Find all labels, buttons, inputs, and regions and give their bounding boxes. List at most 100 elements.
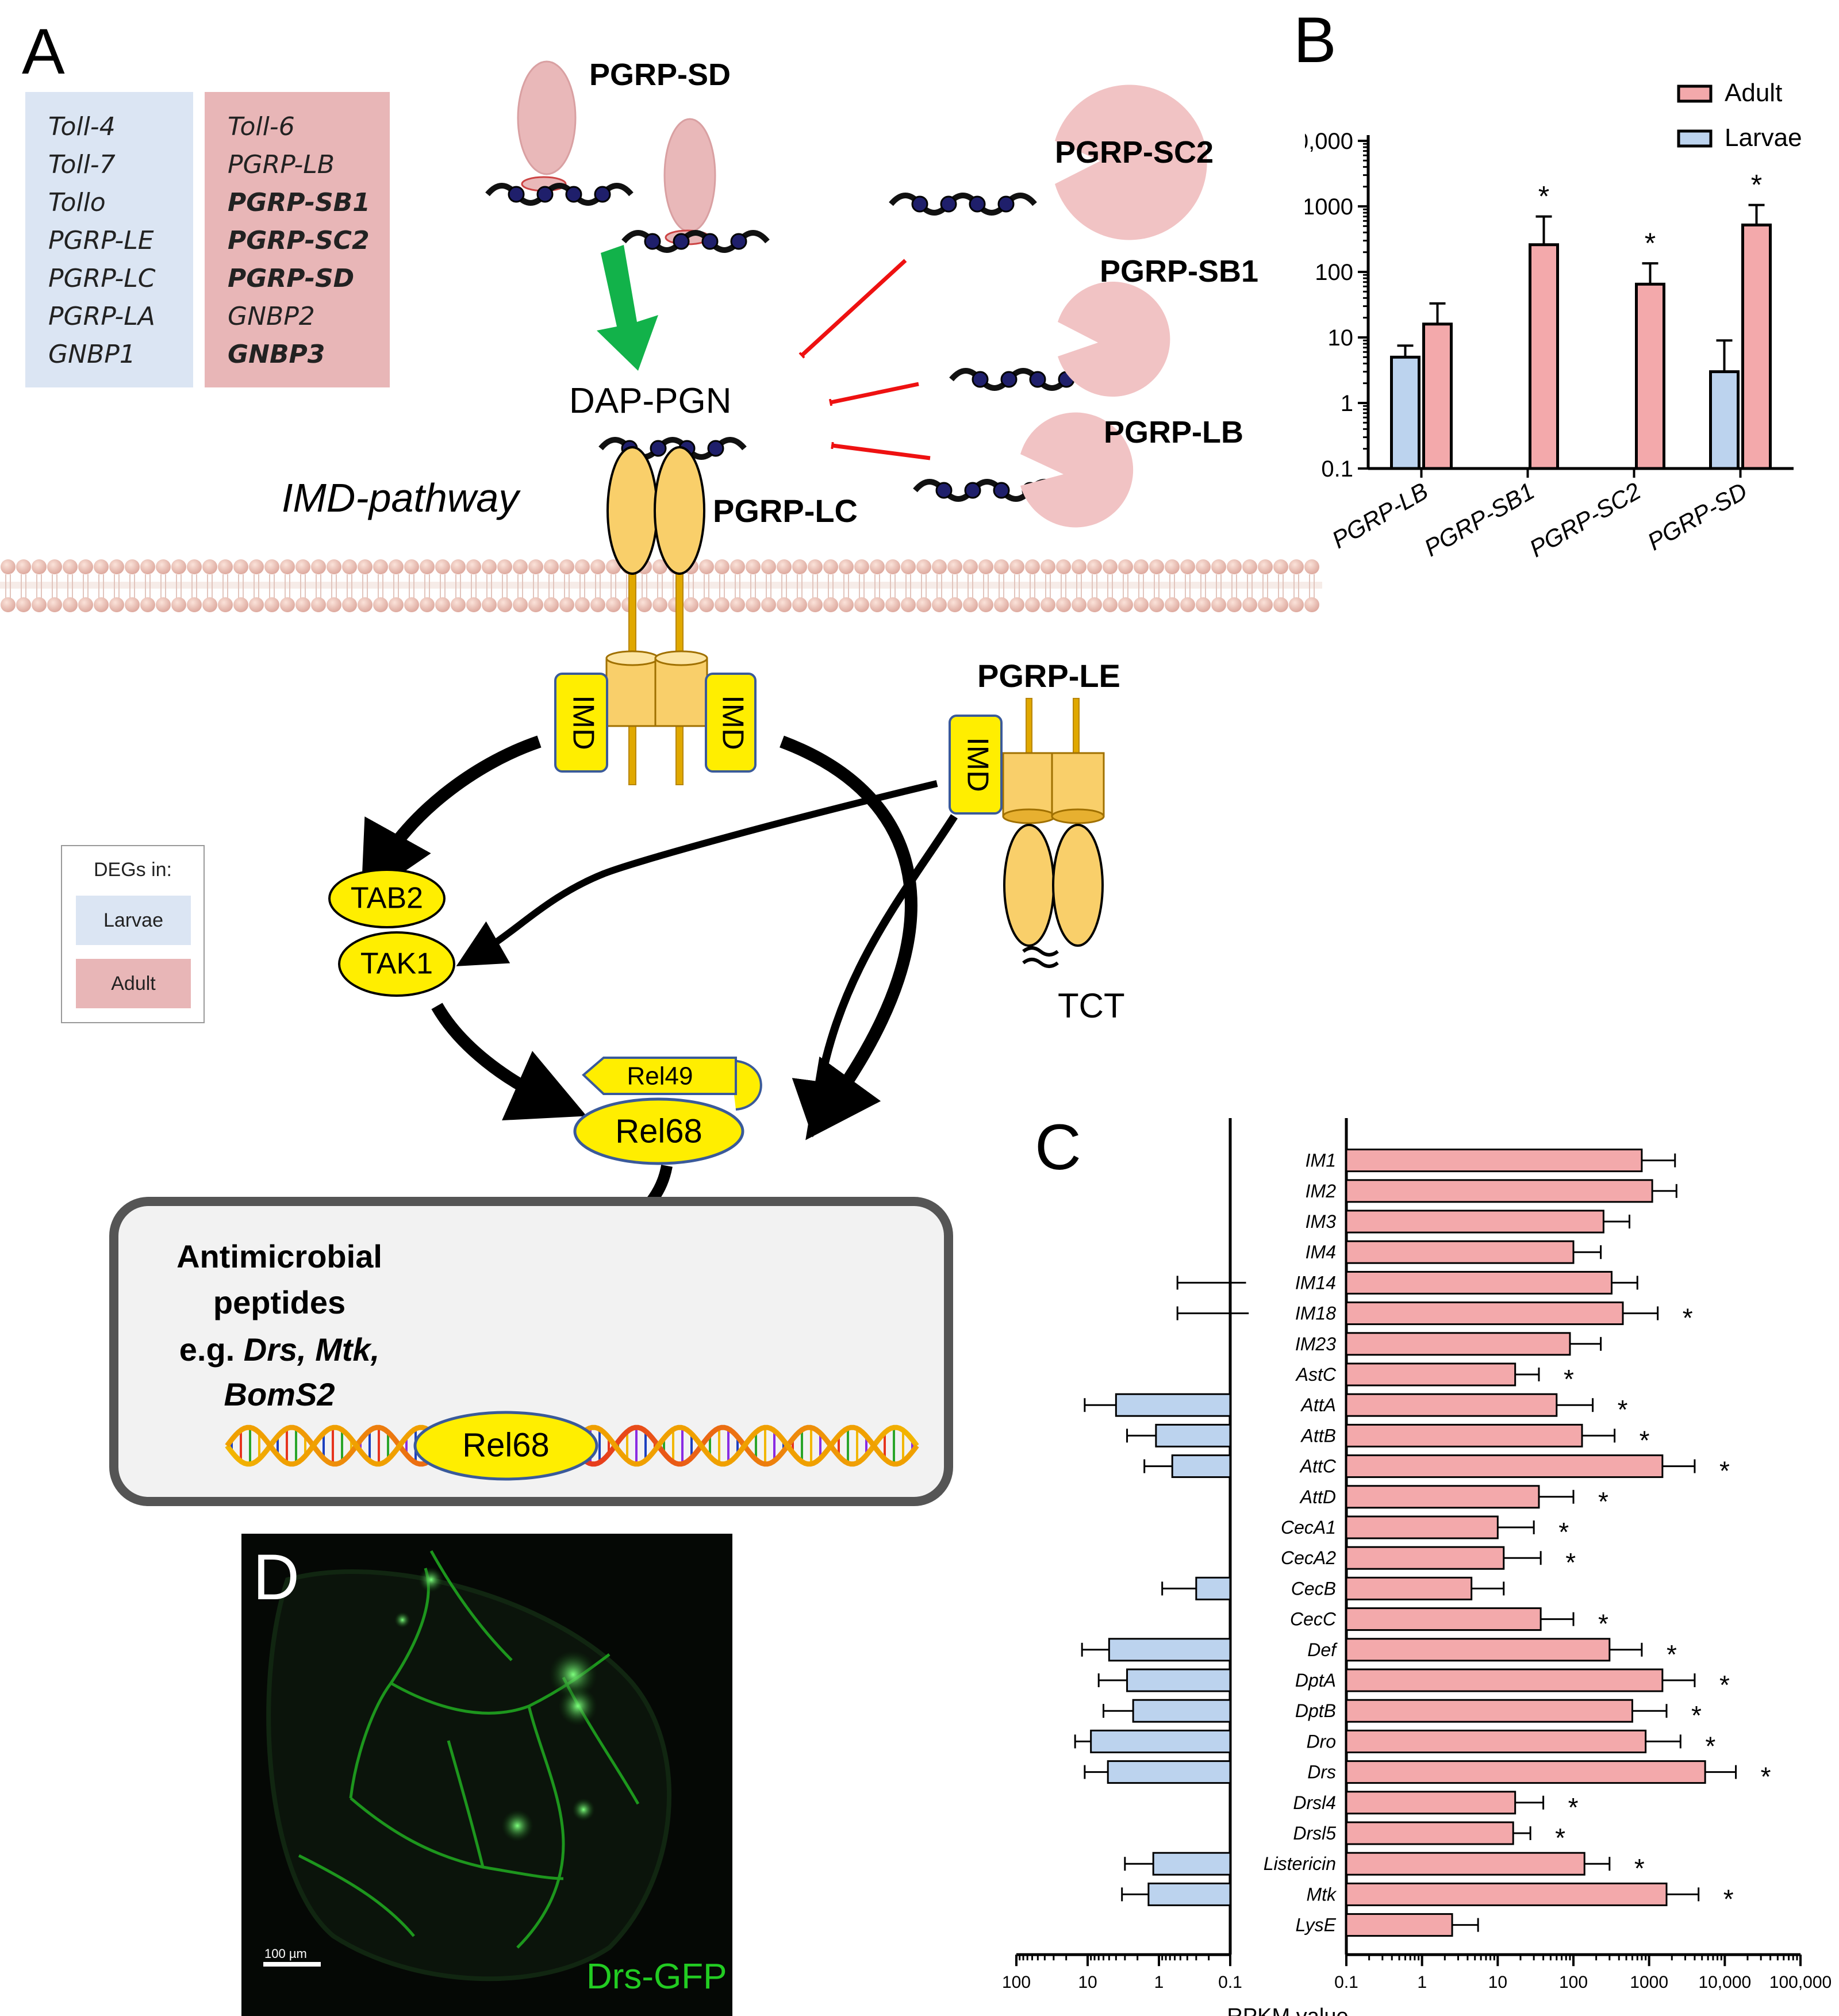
imd-adaptor-left: IMD xyxy=(554,673,608,773)
bar-adult xyxy=(1345,1301,1624,1326)
label-rel68: Rel68 xyxy=(615,1112,702,1150)
cell-membrane xyxy=(0,559,1322,612)
bar-larvae xyxy=(1115,1393,1231,1417)
gene-label: Drsl5 xyxy=(1293,1823,1336,1844)
bar-adult xyxy=(1345,1485,1540,1509)
gene-label: Drs xyxy=(1307,1762,1336,1783)
pgrp-sc2-protein xyxy=(1055,85,1207,240)
y-tick-label: 1000 xyxy=(1305,194,1353,220)
imd-adaptor-le: IMD xyxy=(949,715,1003,815)
significance-star: * xyxy=(1555,1823,1565,1853)
larvae-tick-label: 1 xyxy=(1154,1973,1164,1992)
bar-larvae xyxy=(1090,1729,1231,1753)
label-pgrp-sd: PGRP-SD xyxy=(589,57,731,92)
svg-text:IMD: IMD xyxy=(566,695,600,750)
significance-star: * xyxy=(1598,1487,1608,1516)
significance-star: * xyxy=(1723,1884,1734,1914)
bar-larvae xyxy=(1171,1454,1231,1479)
bar-adult xyxy=(1345,1699,1633,1723)
significance-star: * xyxy=(1691,1700,1702,1730)
bar-larvae xyxy=(1108,1638,1231,1662)
label-pgrp-sc2: PGRP-SC2 xyxy=(1055,135,1214,170)
gene-label: IM3 xyxy=(1306,1211,1337,1232)
nucleus-title-line1: Antimicrobial xyxy=(176,1238,382,1274)
bar-adult xyxy=(1345,1668,1664,1692)
bar-adult xyxy=(1345,1240,1575,1264)
significance-star: * xyxy=(1564,1364,1574,1394)
significance-star: * xyxy=(1618,1395,1628,1424)
chart-c: 0.1110100100010,000100,0001001010.1RPKM … xyxy=(1002,1118,1832,2016)
bar-adult xyxy=(1345,1729,1647,1753)
gene-label: CecC xyxy=(1290,1609,1337,1630)
adult-tick-label: 100 xyxy=(1559,1973,1588,1992)
gene-label: IM4 xyxy=(1306,1242,1336,1262)
chart-c-plot: 0.1110100100010,000100,0001001010.1RPKM … xyxy=(1002,1118,1832,2016)
gene-label: IM14 xyxy=(1295,1272,1336,1293)
larvae-gene-item: PGRP-LA xyxy=(48,302,155,331)
significance-star: * xyxy=(1705,1731,1715,1761)
gene-label: CecA1 xyxy=(1281,1517,1336,1538)
bar-adult xyxy=(1345,1270,1613,1295)
inhibition-sc2 xyxy=(798,259,907,359)
svg-text:TAK1: TAK1 xyxy=(360,947,433,981)
bar-larvae xyxy=(1147,1882,1231,1906)
adult-gene-item: Toll-6 xyxy=(228,112,295,141)
nucleus-example-line2: BomS2 xyxy=(224,1376,335,1412)
panel-label-b: B xyxy=(1293,4,1337,76)
legend-title: DEGs in: xyxy=(93,859,172,881)
legend-adult: Adult xyxy=(76,959,191,1008)
bar-adult xyxy=(1345,1913,1453,1937)
adult-gene-item: PGRP-SC2 xyxy=(228,226,370,255)
bar-larvae xyxy=(1107,1760,1231,1784)
significance-star: * xyxy=(1719,1456,1730,1486)
significance-star: * xyxy=(1558,1517,1569,1547)
bar-larvae xyxy=(1132,1699,1231,1723)
significance-star: * xyxy=(1634,1853,1645,1883)
larvae-gene-item: PGRP-LC xyxy=(48,264,156,293)
pgrp-le-receptor xyxy=(1002,698,1105,968)
pgrp-lb-protein xyxy=(1020,412,1134,528)
pgrp-lc-receptor xyxy=(605,446,708,785)
significance-star: * xyxy=(1645,227,1656,259)
gene-label: IM23 xyxy=(1295,1334,1336,1354)
bar-adult xyxy=(1345,1882,1668,1906)
legend-label: Adult xyxy=(1725,79,1782,107)
tab2-protein: TAB2 xyxy=(328,869,446,928)
gene-label: IM1 xyxy=(1306,1150,1336,1171)
bar-adult xyxy=(1345,1638,1611,1662)
significance-star: * xyxy=(1719,1670,1730,1700)
larvae-gene-item: GNBP1 xyxy=(48,340,136,369)
gene-label: AstC xyxy=(1295,1364,1337,1385)
bar-adult xyxy=(1345,1149,1643,1173)
bar-adult xyxy=(1345,1760,1706,1784)
legend-label: Larvae xyxy=(1725,124,1802,152)
bar-larvae xyxy=(1155,1423,1231,1447)
significance-star: * xyxy=(1568,1792,1579,1822)
adult-gene-item: PGRP-SD xyxy=(228,264,355,293)
significance-star: * xyxy=(1667,1639,1677,1669)
larvae-tick-label: 0.1 xyxy=(1218,1973,1242,1992)
gene-label: AttB xyxy=(1300,1425,1336,1446)
bar-adult xyxy=(1345,1362,1516,1387)
svg-text:IMD: IMD xyxy=(961,737,994,792)
gene-label: AttC xyxy=(1299,1456,1337,1477)
label-pgrp-lc: PGRP-LC xyxy=(713,493,858,529)
peptidoglycan-chains xyxy=(485,183,1097,502)
legend-swatch xyxy=(1677,85,1713,103)
label-pgrp-le: PGRP-LE xyxy=(977,658,1120,694)
larvae-tick-label: 10 xyxy=(1078,1973,1097,1992)
legend-swatch xyxy=(1677,129,1713,148)
micrograph-label: Drs-GFP xyxy=(586,1957,727,1996)
bar-larvae xyxy=(1709,370,1740,470)
adult-tick-label: 1 xyxy=(1417,1973,1427,1992)
larvae-tick-label: 100 xyxy=(1002,1973,1031,1992)
gene-label: CecB xyxy=(1291,1578,1336,1599)
bar-adult xyxy=(1345,1791,1516,1815)
bar-adult xyxy=(1345,1423,1583,1447)
gene-label: DptA xyxy=(1295,1670,1336,1691)
svg-text:Rel68: Rel68 xyxy=(462,1426,550,1464)
gene-label: CecA2 xyxy=(1281,1547,1336,1568)
larvae-gene-item: PGRP-LE xyxy=(48,226,154,255)
